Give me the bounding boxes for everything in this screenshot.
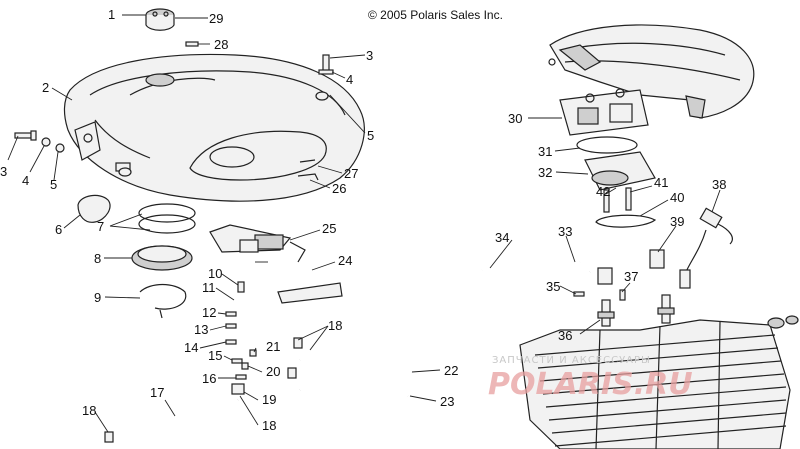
clip-37 (619, 289, 626, 301)
callout-26: 26 (332, 181, 346, 196)
callout-35: 35 (546, 279, 560, 294)
callout-19: 19 (262, 392, 276, 407)
callout-1: 1 (108, 7, 115, 22)
callout-20: 20 (266, 364, 280, 379)
callout-40: 40 (670, 190, 684, 205)
callout-29: 29 (209, 11, 223, 26)
callout-18-top: 18 (328, 318, 342, 333)
clamp-35 (573, 291, 585, 297)
callout-6: 6 (55, 222, 62, 237)
callout-3-left: 3 (0, 164, 7, 179)
manifold-seal (595, 214, 657, 228)
callout-9: 9 (94, 290, 101, 305)
callout-42: 42 (596, 184, 610, 199)
copyright-text: © 2005 Polaris Sales Inc. (368, 8, 503, 22)
callout-10: 10 (208, 266, 222, 281)
callout-2: 2 (42, 80, 49, 95)
air-intake-housing (548, 24, 755, 119)
callout-31: 31 (538, 144, 552, 159)
callout-4-left: 4 (22, 173, 29, 188)
callout-30: 30 (508, 111, 522, 126)
callout-3-right: 3 (366, 48, 373, 63)
callout-8: 8 (94, 251, 101, 266)
callout-36: 36 (558, 328, 572, 343)
manifold-bolts (603, 187, 632, 213)
fuel-cap (145, 8, 175, 31)
callout-27: 27 (344, 166, 358, 181)
callout-33: 33 (558, 224, 572, 239)
callout-24: 24 (338, 253, 352, 268)
callout-15: 15 (208, 348, 222, 363)
callout-32: 32 (538, 165, 552, 180)
tank-front-mount (14, 121, 101, 161)
callout-23: 23 (440, 394, 454, 409)
callout-7: 7 (97, 219, 104, 234)
tank-rear-mount (115, 54, 334, 181)
leader-lines-left (7, 14, 441, 433)
callout-12: 12 (202, 305, 216, 320)
fuel-filter-regulator (209, 224, 306, 263)
fuel-injectors (597, 249, 675, 327)
callout-5-left: 5 (50, 177, 57, 192)
callout-5-right: 5 (367, 128, 374, 143)
callout-18-left: 18 (82, 403, 96, 418)
callout-11: 11 (202, 280, 216, 295)
callout-4-right: 4 (346, 72, 353, 87)
engine-cylinders (519, 315, 799, 449)
fuel-pump-mount (77, 194, 196, 319)
watermark-small: ЗАПЧАСТИ И АКСЕССУАРЫ (492, 355, 651, 366)
callout-38: 38 (712, 177, 726, 192)
leader-lines-right (489, 117, 721, 335)
intake-manifold (584, 151, 656, 191)
callout-14: 14 (184, 340, 198, 355)
vent-pin (185, 41, 199, 47)
callout-16: 16 (202, 371, 216, 386)
callout-labels: 1 29 28 2 3 4 5 3 4 5 27 26 6 7 8 9 25 2… (0, 7, 726, 433)
callout-13: 13 (194, 322, 208, 337)
fuel-tank (63, 53, 365, 202)
watermark-big: POLARIS.RU (488, 367, 693, 402)
small-fasteners (225, 281, 257, 380)
callout-34: 34 (495, 230, 509, 245)
callout-37: 37 (624, 269, 638, 284)
callout-18-bottom: 18 (262, 418, 276, 433)
heat-shield (277, 282, 343, 304)
callout-41: 41 (654, 175, 668, 190)
callout-25: 25 (322, 221, 336, 236)
fuel-lines (104, 337, 414, 443)
callout-22: 22 (444, 363, 458, 378)
callout-28: 28 (214, 37, 228, 52)
callout-17: 17 (150, 385, 164, 400)
callout-21: 21 (266, 339, 280, 354)
throttle-body (559, 88, 649, 136)
sensor-harness (679, 207, 733, 289)
throttle-gasket (576, 136, 638, 154)
callout-39: 39 (670, 214, 684, 229)
